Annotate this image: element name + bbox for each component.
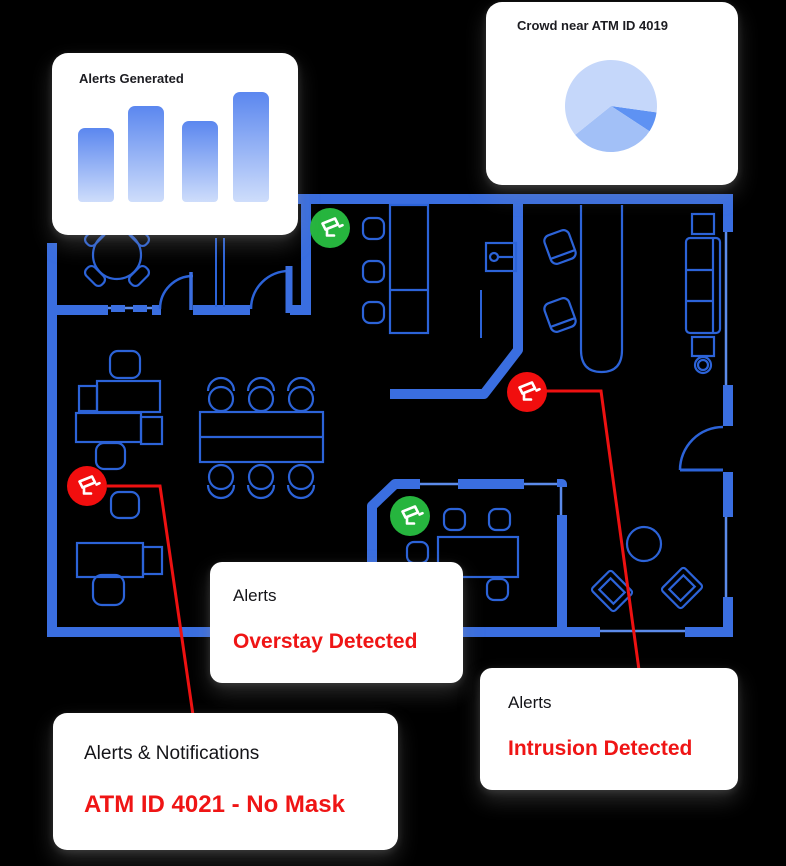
atm-card-label: Alerts & Notifications — [84, 743, 260, 764]
glass-partition — [215, 238, 482, 338]
alerts-bar-chart — [52, 53, 298, 235]
connector-intrusion — [544, 389, 641, 671]
alerts-generated-title: Alerts Generated — [79, 71, 184, 86]
bar-4 — [233, 92, 269, 202]
desk-cluster-1 — [74, 349, 164, 471]
medium-slice — [575, 106, 650, 152]
conference-table — [198, 376, 325, 500]
service-counter — [579, 205, 624, 374]
lounge-corner — [590, 525, 704, 613]
overstay-alert-label: Alerts — [233, 586, 277, 605]
camera-marker-office-alert[interactable] — [67, 466, 107, 506]
connector-no-mask — [107, 484, 195, 716]
overstay-alert-message: Overstay Detected — [233, 630, 418, 653]
window-segments — [108, 232, 733, 637]
bar-3 — [182, 121, 218, 202]
cctv-camera-icon — [321, 217, 344, 237]
queue-chairs — [361, 216, 386, 325]
crowd-pie-chart — [565, 60, 657, 152]
small-dark-slice — [611, 106, 657, 132]
overstay-alert-card: Alerts Overstay Detected — [210, 562, 463, 683]
alerts-generated-card: Alerts Generated — [52, 53, 298, 235]
camera-marker-lobby-alert[interactable] — [507, 372, 547, 412]
camera-marker-meeting-room[interactable] — [390, 496, 430, 536]
bar-1 — [78, 128, 114, 202]
counter-chairs — [543, 229, 577, 333]
sofa — [684, 212, 722, 375]
desk-cluster-2 — [75, 490, 164, 607]
safe-box — [484, 241, 518, 273]
atm-no-mask-card: Alerts & Notifications ATM ID 4021 - No … — [53, 713, 398, 850]
cctv-camera-icon — [518, 381, 541, 401]
large-light-slice — [565, 60, 657, 135]
intrusion-alert-card: Alerts Intrusion Detected — [480, 668, 738, 790]
interior-walls — [47, 194, 567, 632]
teller-counter — [388, 203, 430, 335]
intrusion-alert-label: Alerts — [508, 693, 552, 712]
crowd-pie-card: Crowd near ATM ID 4019 — [486, 2, 738, 185]
cctv-camera-icon — [78, 475, 101, 495]
door-swings — [158, 266, 724, 472]
camera-marker-entrance[interactable] — [310, 208, 350, 248]
atm-card-message: ATM ID 4021 - No Mask — [84, 791, 345, 818]
bar-2 — [128, 106, 164, 202]
intrusion-alert-message: Intrusion Detected — [508, 737, 693, 760]
alert-connector-lines — [107, 389, 641, 716]
cctv-camera-icon — [401, 505, 424, 525]
crowd-pie-title: Crowd near ATM ID 4019 — [517, 18, 668, 33]
